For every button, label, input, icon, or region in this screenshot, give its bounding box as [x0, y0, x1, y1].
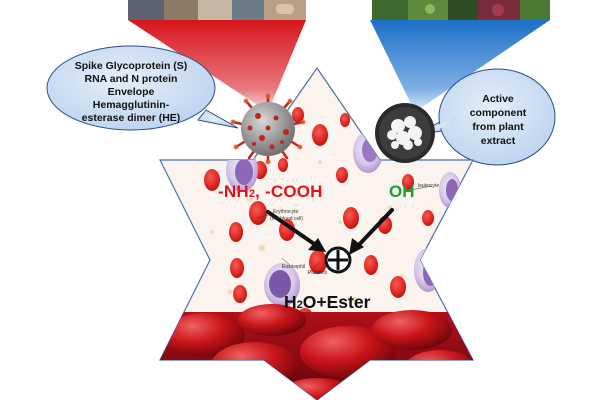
left-speech-bubble [46, 45, 239, 131]
top-right-photo-strip [372, 0, 550, 20]
eosinophil-label: Eosinophil [282, 264, 306, 270]
left-bubble-text: Spike Glycoprotein (S) RNA and N protein… [58, 60, 204, 125]
right-bubble-text: Active component from plant extract [456, 92, 540, 148]
red-funnel [128, 20, 306, 112]
reaction-arrows [266, 208, 394, 252]
virus-component-line: Envelope [107, 86, 155, 98]
product-subscript: 2 [296, 299, 303, 311]
leukocyte-label: leukocyte [418, 183, 440, 189]
amine-subscript: 2 [248, 188, 256, 200]
reaction-product-label: H2O+Ester [284, 292, 370, 313]
right-arrowhead [349, 238, 364, 255]
erythrocyte-note-label: (red blood cell) [270, 216, 304, 222]
product-prefix: H [284, 292, 297, 312]
product-suffix: O+Ester [302, 292, 371, 312]
virus-icon [230, 93, 306, 165]
plant-component-line: extract [480, 135, 516, 147]
virus-component-line: RNA and N protein [84, 73, 178, 85]
virus-component-line: Hemagglutinin- [92, 99, 170, 111]
blood-cells-photo-bottom [160, 304, 473, 400]
virus-component-line: Spike Glycoprotein (S) [74, 60, 188, 72]
carboxyl-suffix: , -COOH [255, 182, 323, 201]
virus-functional-groups-label: -NH2, -COOH [218, 182, 323, 202]
plant-component-line: component [469, 107, 527, 119]
plant-component-line: from plant [472, 121, 524, 133]
amine-prefix: -NH [218, 182, 249, 201]
top-left-photo-strip [128, 0, 306, 20]
virus-component-line: esterase dimer (HE) [81, 112, 181, 124]
circled-plus-icon [324, 246, 352, 274]
plant-powder-bowl-icon [375, 103, 435, 163]
erythrocyte-label: Erythrocyte [273, 209, 299, 215]
left-arrowhead [308, 238, 326, 252]
blue-funnel [370, 20, 550, 112]
plant-hydroxyl-label: OH [389, 182, 415, 201]
platelets-label: Platelets [308, 270, 328, 276]
plant-component-line: Active [482, 93, 514, 105]
